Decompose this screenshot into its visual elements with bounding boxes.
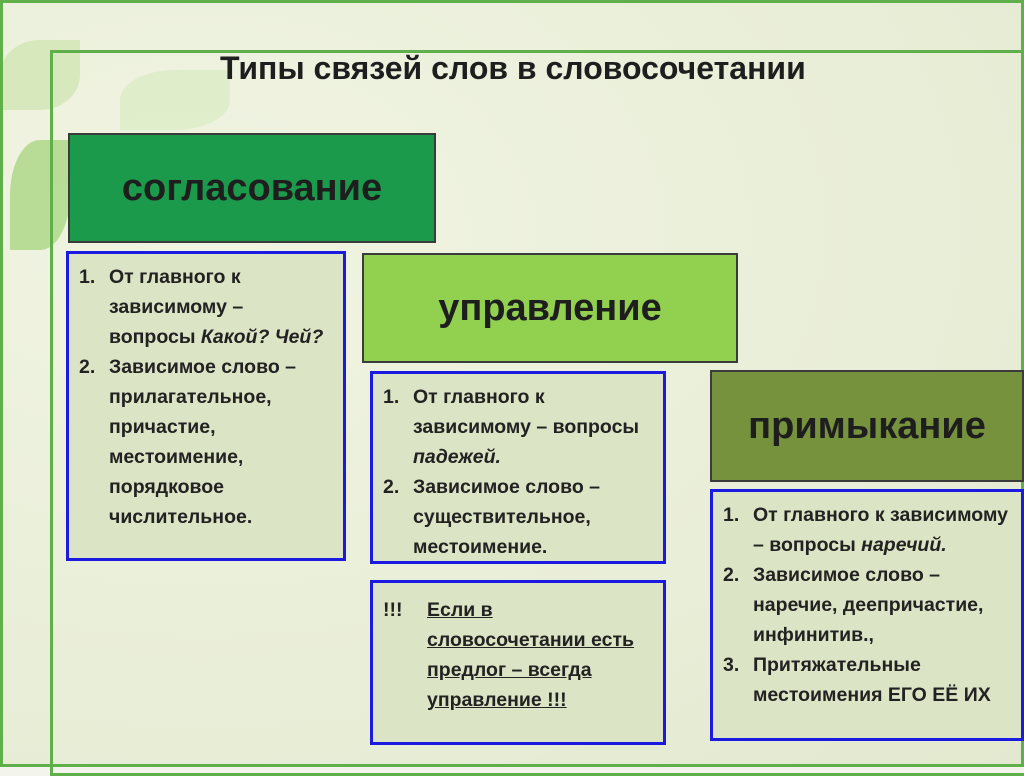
- list-item: 2. Зависимое слово – наречие, деепричаст…: [713, 560, 1013, 650]
- header-upravlenie: управление: [362, 253, 738, 363]
- list-item: 1. От главного к зависимому – вопросы па…: [373, 382, 655, 472]
- header-primykanie: примыкание: [710, 370, 1024, 482]
- list-item: 2. Зависимое слово – прилагательное, при…: [69, 352, 335, 532]
- definition-box-soglasovanie: 1. От главного к зависимому – вопросы Ка…: [66, 251, 346, 561]
- definition-box-primykanie: 1. От главного к зависимому – вопросы на…: [710, 489, 1024, 741]
- note-text: Если в словосочетании есть предлог – все…: [373, 595, 655, 715]
- list-item: 1. От главного к зависимому – вопросы Ка…: [69, 262, 335, 352]
- note-mark: !!!: [383, 595, 402, 625]
- list-item: 1. От главного к зависимому – вопросы на…: [713, 500, 1013, 560]
- definition-box-upravlenie: 1. От главного к зависимому – вопросы па…: [370, 371, 666, 564]
- list-item: 2. Зависимое слово – существительное, ме…: [373, 472, 655, 562]
- list-item: 3. Притяжательные местоимения ЕГО ЕЁ ИХ: [713, 650, 1013, 710]
- note-box-upravlenie: !!! Если в словосочетании есть предлог –…: [370, 580, 666, 745]
- header-soglasovanie: согласование: [68, 133, 436, 243]
- page-title: Типы связей слов в словосочетании: [220, 50, 940, 87]
